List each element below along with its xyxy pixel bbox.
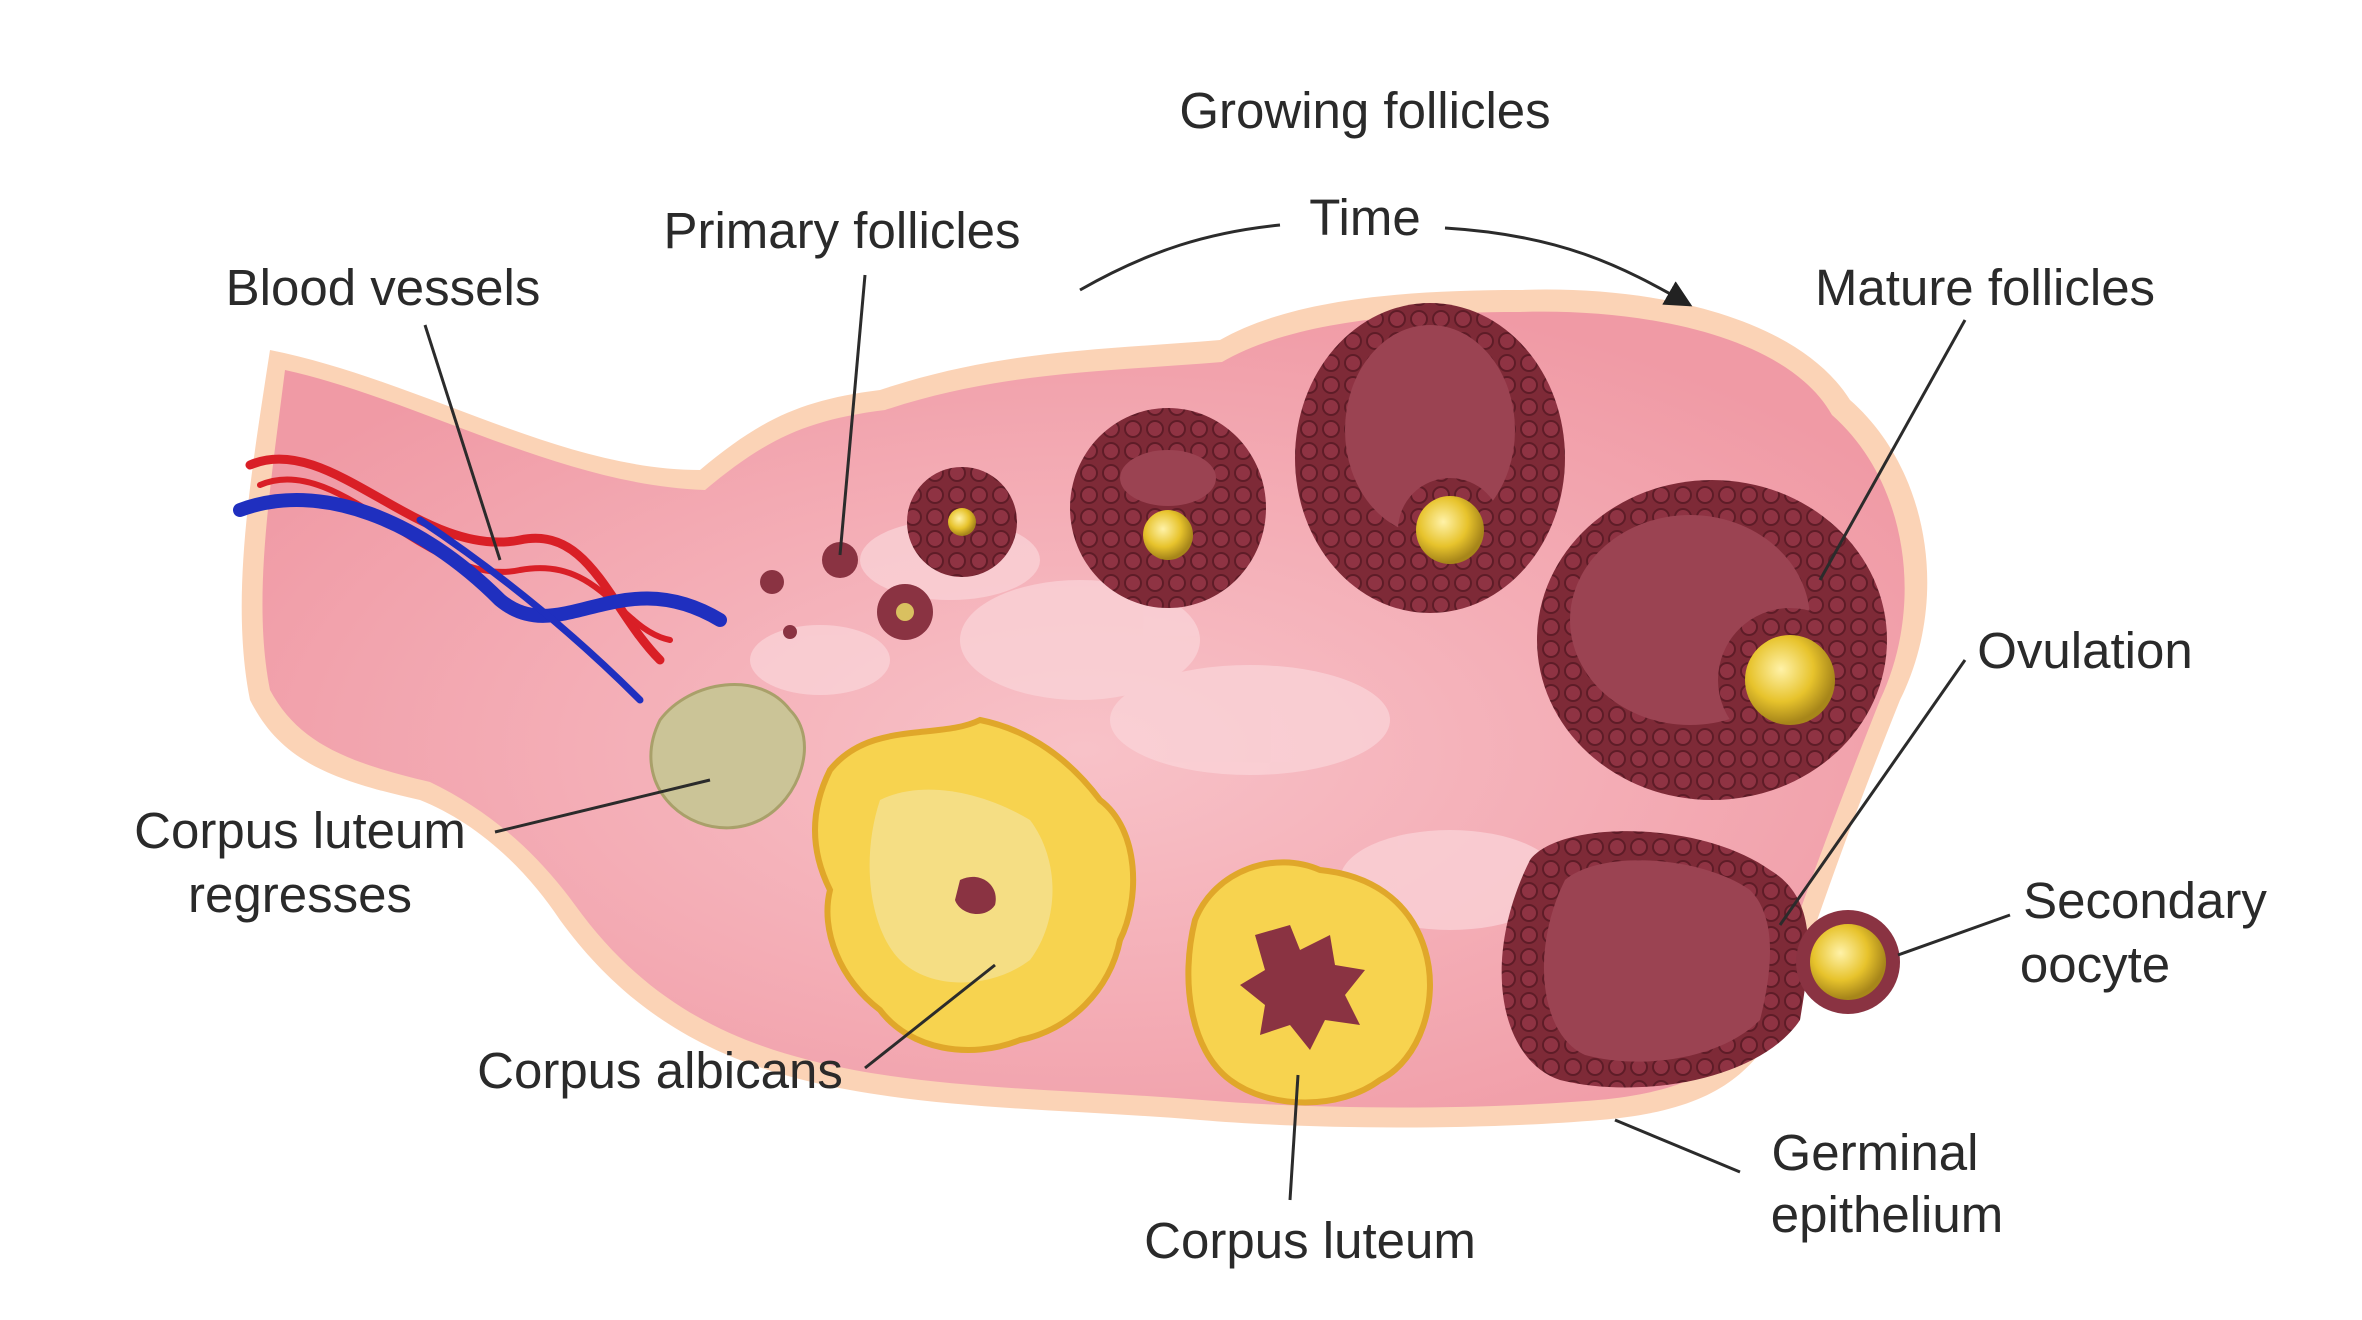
growing-follicle-large — [1295, 303, 1565, 613]
growing-follicle-medium — [1070, 408, 1266, 608]
label-secondary-oocyte-line2: oocyte — [2020, 936, 2170, 993]
label-corpus-luteum-regresses-line2: regresses — [188, 866, 412, 923]
label-time: Time — [1309, 189, 1420, 246]
time-arrow-left — [1079, 223, 1281, 292]
corpus-luteum-regresses-leader — [494, 778, 711, 834]
primary-follicle — [760, 570, 784, 594]
secondary-oocyte — [1796, 910, 1900, 1014]
stroma-texture — [750, 520, 1560, 930]
time-arrow-right — [1444, 226, 1693, 307]
corpus-albicans-shape — [812, 716, 1137, 1053]
label-blood-vessels: Blood vessels — [226, 259, 541, 316]
leader-lines — [423, 223, 2011, 1201]
label-ovulation: Ovulation — [1977, 622, 2192, 679]
primary-follicles-leader — [838, 274, 867, 556]
label-corpus-luteum-regresses: Corpus luteum — [134, 802, 466, 859]
growing-follicle-small — [907, 467, 1017, 577]
mature-follicles-leader — [1818, 319, 1967, 581]
artery-vessel — [257, 476, 673, 643]
corpus-luteum-leader — [1288, 1074, 1300, 1201]
corpus-luteum-shape — [1185, 859, 1433, 1106]
primary-follicles-group — [760, 542, 933, 640]
germinal-epithelium-leader — [1614, 1118, 1741, 1174]
ovulation-leader — [1778, 659, 1967, 926]
secondary-oocyte-leader — [1897, 913, 2011, 957]
label-mature-follicles: Mature follicles — [1815, 259, 2155, 316]
label-corpus-albicans: Corpus albicans — [477, 1042, 843, 1099]
blood-vessels-group — [233, 454, 727, 704]
label-germinal-epithelium: Germinal — [1772, 1124, 1979, 1181]
primary-follicle — [822, 542, 858, 578]
label-primary-follicles: Primary follicles — [663, 202, 1020, 259]
mature-follicle — [1537, 480, 1887, 800]
regressing-corpus-luteum — [649, 683, 806, 830]
label-germinal-epithelium-line2: epithelium — [1771, 1186, 2003, 1243]
labels: Growing follicles Time Primary follicles… — [134, 82, 2267, 1269]
primary-follicle-oocyte — [896, 603, 914, 621]
blood-vessels-leader — [423, 324, 502, 561]
vein-vessel — [416, 516, 644, 704]
corpus-albicans-leader — [864, 963, 996, 1070]
label-growing-follicles: Growing follicles — [1179, 82, 1550, 139]
vein-vessel — [233, 493, 727, 627]
ruptured-follicle — [1501, 831, 1809, 1088]
primary-follicle — [783, 625, 797, 639]
label-corpus-luteum: Corpus luteum — [1144, 1212, 1476, 1269]
label-secondary-oocyte: Secondary — [2023, 872, 2267, 929]
